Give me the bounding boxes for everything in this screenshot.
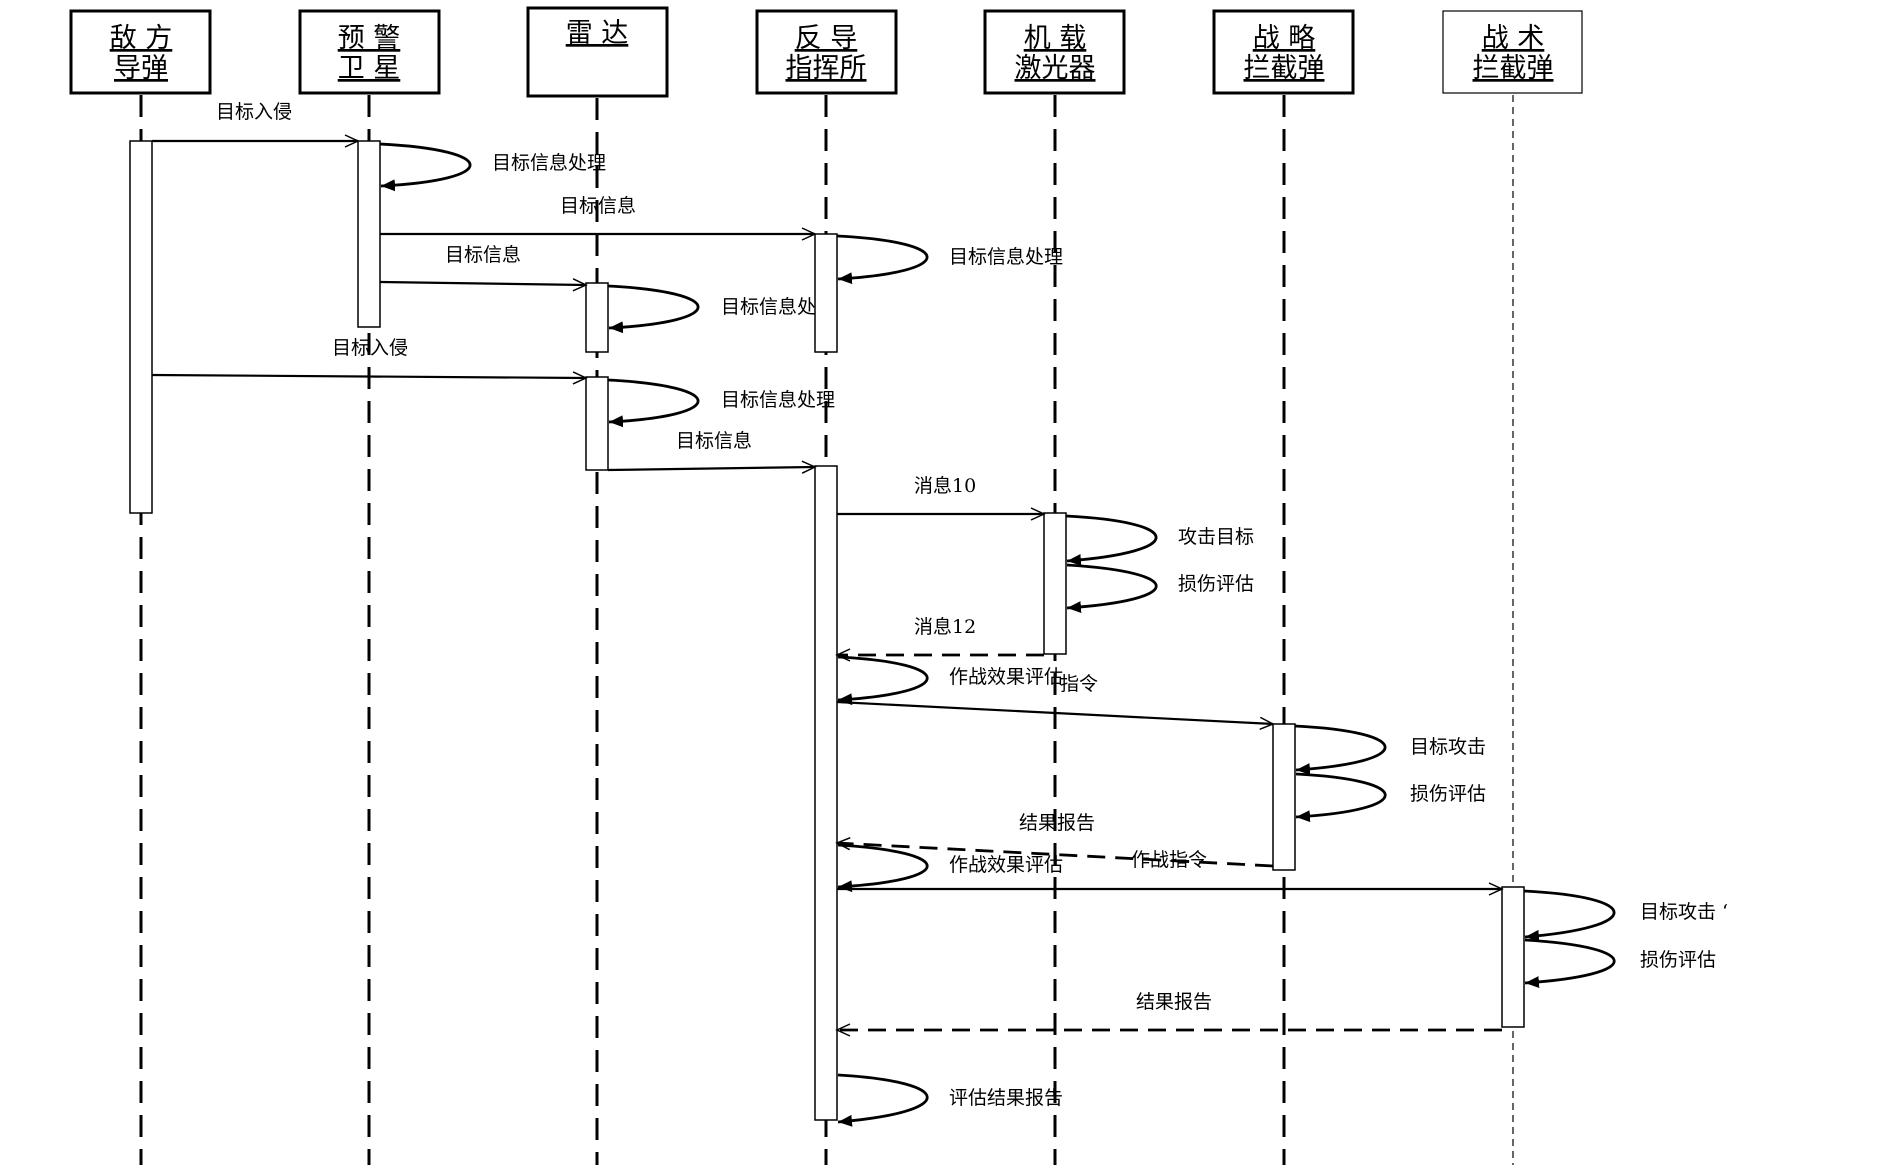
message-label: 消息10 [914, 475, 976, 497]
participant-label: 敌 方 [110, 23, 173, 54]
message-label: 消息12 [914, 616, 976, 638]
message-label: 目标信息处 [721, 296, 816, 318]
participant-label: 拦截弹 [1244, 53, 1325, 84]
self-message-arrow [607, 284, 700, 334]
self-message-arrow [607, 378, 700, 428]
participant-tactical-interceptor: 战 术 拦截弹 [1442, 10, 1583, 94]
participant-airborne-laser: 机 载 激光器 [983, 9, 1126, 95]
self-message-arrow [1523, 889, 1616, 942]
self-message-arrow [1524, 938, 1616, 989]
participant-label: 拦截弹 [1473, 53, 1554, 84]
message-label: 目标信息 [560, 195, 636, 217]
activation-radar-2 [585, 376, 609, 471]
participant-label: 反 导 [795, 23, 858, 54]
activation-satellite [357, 140, 381, 328]
participant-label: 战 术 [1482, 23, 1545, 54]
participant-radar: 雷 达 [526, 6, 669, 98]
participant-label: 卫 星 [338, 53, 401, 84]
message-label: 损伤评估 [1410, 783, 1486, 805]
activation-radar-1 [585, 282, 609, 353]
message-arrow [379, 278, 588, 292]
message-label: 目标信息处理 [949, 246, 1063, 268]
activation-strategic [1272, 723, 1296, 871]
self-message-arrow [837, 843, 929, 893]
message-label: 损伤评估 [1178, 573, 1254, 595]
message-arrow [607, 460, 817, 474]
message-label: 作战指令 [1131, 849, 1207, 871]
message-label: 攻击目标 [1178, 526, 1254, 548]
activation-command-2 [814, 465, 838, 1121]
self-message-arrow [1066, 563, 1158, 614]
activation-laser [1043, 512, 1067, 655]
participant-label: 战 略 [1253, 23, 1316, 54]
message-label: 作战效果评估 [949, 854, 1063, 876]
message-arrow [836, 700, 1275, 731]
return-message-arrow [835, 836, 1274, 868]
message-label: 指令 [1060, 673, 1098, 695]
participant-enemy-missile: 敌 方 导弹 [69, 9, 212, 95]
message-label: 目标信息 [445, 244, 521, 266]
message-label: 结果报告 [1136, 991, 1212, 1013]
participant-label: 预 警 [338, 23, 401, 54]
message-label: 目标入侵 [332, 337, 408, 359]
participant-label: 导弹 [114, 53, 168, 84]
activation-enemy-missile [129, 140, 153, 514]
self-message-arrow [837, 655, 929, 706]
self-message-arrow [1295, 772, 1387, 823]
self-message-arrow [1294, 724, 1387, 776]
message-label: 损伤评估 [1640, 949, 1716, 971]
message-label: 目标入侵 [216, 101, 292, 123]
participant-early-warning-satellite: 预 警 卫 星 [298, 9, 441, 95]
message-label: 目标攻击 [1410, 736, 1486, 758]
message-label: 作战效果评估 [949, 666, 1063, 688]
self-message-arrow [1065, 514, 1158, 566]
activation-command-1 [814, 233, 838, 353]
message-label: 结果报告 [1019, 812, 1095, 834]
message-label: 目标信息处理 [721, 389, 835, 411]
participant-label: 指挥所 [786, 53, 867, 84]
message-arrow [151, 371, 588, 385]
message-label: 目标信息 [676, 430, 752, 452]
activation-tactical [1501, 886, 1525, 1028]
message-label: 评估结果报告 [949, 1087, 1063, 1109]
participant-strategic-interceptor: 战 略 拦截弹 [1212, 9, 1355, 95]
message-label: 目标信息处理 [492, 152, 606, 174]
participant-label: 雷 达 [566, 18, 629, 49]
participant-label: 激光器 [1015, 53, 1096, 84]
self-message-arrow [836, 234, 929, 285]
message-label: 目标攻击 ‘ [1640, 901, 1728, 923]
participant-command-post: 反 导 指挥所 [755, 9, 898, 95]
self-message-arrow [379, 142, 472, 192]
self-message-arrow [837, 1073, 929, 1127]
participant-label: 机 载 [1024, 23, 1087, 54]
